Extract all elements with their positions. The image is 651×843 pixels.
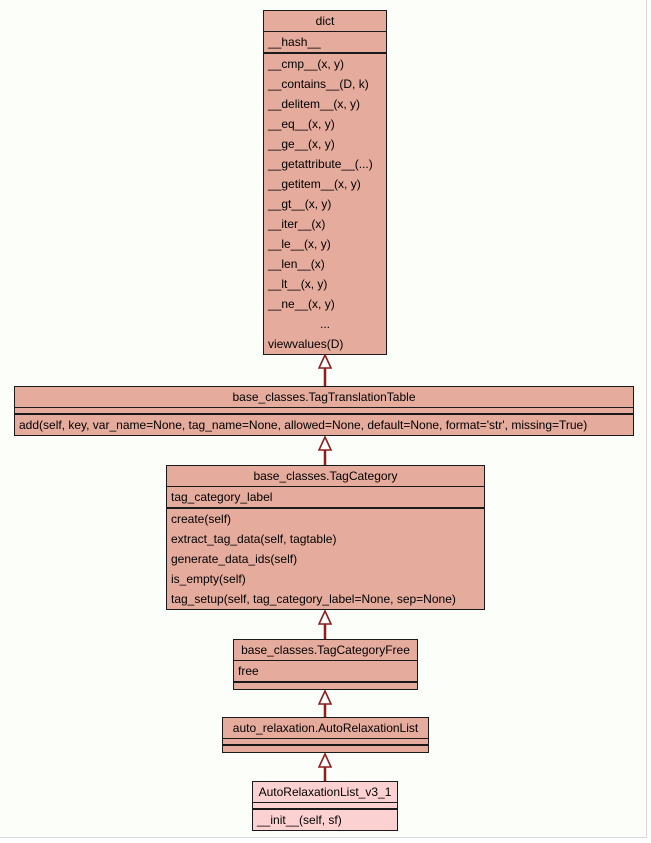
class-title: dict [264, 11, 386, 32]
method-row: __ne__(x, y) [268, 297, 335, 311]
method-row: __le__(x, y) [268, 237, 331, 251]
method-row: __getattribute__(...) [268, 157, 373, 171]
class-title: base_classes.TagCategoryFree [234, 640, 417, 661]
inheritance-arrow-icon [318, 753, 332, 781]
method-row: __cmp__(x, y) [268, 57, 345, 71]
method-row: viewvalues(D) [268, 337, 344, 351]
method-ellipsis-row: ... [319, 317, 330, 331]
method-row: __delitem__(x, y) [268, 97, 361, 111]
attribute-row: __hash__ [268, 35, 321, 49]
class-title: AutoRelaxationList_v3_1 [253, 782, 397, 803]
method-row: __iter__(x) [268, 217, 326, 231]
method-row: __ge__(x, y) [268, 137, 335, 151]
method-row: __contains__(D, k) [268, 77, 369, 91]
class-box-auto-relaxation-list-v3-1: AutoRelaxationList_v3_1 __init__(self, s… [252, 781, 398, 831]
attributes-section-empty [253, 803, 397, 810]
inheritance-arrow-icon [318, 354, 332, 386]
class-title: base_classes.TagTranslationTable [15, 387, 633, 408]
method-row: __init__(self, sf) [257, 813, 342, 827]
class-box-tag-category: base_classes.TagCategory tag_category_la… [166, 465, 485, 610]
method-row: extract_tag_data(self, tagtable) [171, 532, 337, 546]
attributes-section: free [234, 661, 417, 683]
methods-section: __init__(self, sf) [253, 810, 397, 830]
methods-section: create(self) extract_tag_data(self, tagt… [167, 509, 484, 609]
attributes-section: tag_category_label [167, 487, 484, 509]
class-title: base_classes.TagCategory [167, 466, 484, 487]
class-box-tag-category-free: base_classes.TagCategoryFree free [233, 639, 418, 690]
inheritance-arrow-icon [318, 690, 332, 717]
class-box-auto-relaxation-list: auto_relaxation.AutoRelaxationList [222, 717, 429, 753]
methods-section: __cmp__(x, y) __contains__(D, k) __delit… [264, 54, 386, 354]
method-row: __gt__(x, y) [268, 197, 332, 211]
method-row: __getitem__(x, y) [268, 177, 361, 191]
method-row: __lt__(x, y) [268, 277, 328, 291]
method-row: tag_setup(self, tag_category_label=None,… [171, 592, 456, 606]
inheritance-arrow-icon [318, 610, 332, 639]
attribute-row: tag_category_label [171, 490, 273, 504]
attribute-row: free [238, 664, 259, 678]
method-row: add(self, key, var_name=None, tag_name=N… [19, 418, 588, 432]
method-row: create(self) [171, 512, 232, 526]
attributes-section-empty [223, 739, 428, 746]
method-row: __len__(x) [268, 257, 325, 271]
class-box-tag-translation-table: base_classes.TagTranslationTable add(sel… [14, 386, 634, 436]
methods-section-empty [234, 683, 417, 689]
method-row: generate_data_ids(self) [171, 552, 298, 566]
methods-section-empty [223, 746, 428, 752]
class-title: auto_relaxation.AutoRelaxationList [223, 718, 428, 739]
attributes-section: __hash__ [264, 32, 386, 54]
method-row: __eq__(x, y) [268, 117, 335, 131]
methods-section: add(self, key, var_name=None, tag_name=N… [15, 415, 633, 435]
class-box-dict: dict __hash__ __cmp__(x, y) __contains__… [263, 10, 387, 355]
method-row: is_empty(self) [171, 572, 246, 586]
attributes-section-empty [15, 408, 633, 415]
inheritance-arrow-icon [318, 436, 332, 465]
